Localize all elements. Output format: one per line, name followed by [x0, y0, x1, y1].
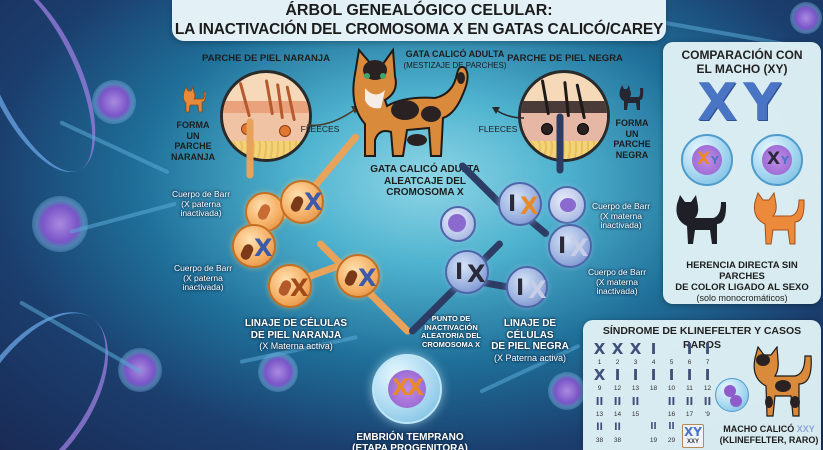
- orange-cell: X: [336, 254, 380, 298]
- male-comparison-caption: HERENCIA DIRECTA SIN PARCHES DE COLOR LI…: [675, 260, 809, 303]
- neuron-decoration: [548, 372, 586, 410]
- black-lineage-branch: [556, 113, 564, 174]
- neuron-decoration: [92, 80, 136, 124]
- title-line-2: LA INACTIVACIÓN DEL CROMOSOMA X EN GATAS…: [174, 21, 664, 38]
- male-comparison-title: COMPARACIÓN CON EL MACHO (XY): [681, 48, 803, 76]
- blue-cell: I X: [548, 224, 592, 268]
- black-patch-heading: PARCHE DE PIEL NEGRA: [507, 53, 623, 64]
- barr-body-label-orange-1: Cuerpo de Barr (X paterna inactivada): [171, 189, 231, 218]
- dna-helix-decoration: [0, 286, 138, 450]
- orange-cell: X: [232, 224, 276, 268]
- inactivation-point-label: PUNTO DE INACTIVACIÓN ALEATORIA DEL CROM…: [421, 314, 481, 349]
- neuron-decoration: [32, 196, 88, 252]
- black-lineage-title: LINAJE DE CÉLULAS DE PIEL NEGRA (X Pater…: [491, 318, 569, 363]
- blue-cell: I X: [498, 182, 542, 226]
- orange-patch-caption: FORMA UN PARCHE NARANJA: [170, 120, 215, 162]
- barr-body-label-orange-2: Cuerpo de Barr (X paterna inactivada): [173, 263, 233, 292]
- orange-cell: X: [280, 180, 324, 224]
- barr-body-label-black-1: Cuerpo de Barr (X materna inactivada): [591, 201, 651, 230]
- blue-cell: [440, 206, 476, 242]
- blue-cell: I X: [506, 266, 548, 308]
- black-cat-icon: [616, 84, 646, 112]
- klinefelter-cell: [715, 378, 749, 412]
- calico-cat-illustration: [335, 44, 495, 164]
- title-line-1: ÁRBOL GENEALÓGICO CELULAR:: [285, 2, 553, 19]
- orange-cell: X: [268, 264, 312, 308]
- embryo-cell: XX: [372, 354, 442, 424]
- male-calico-caption: MACHO CALICÓ XXY (KLINEFELTER, RARO): [719, 424, 819, 445]
- adult-cat-label-top: GATA CALICÓ ADULTA (MESTIZAJE DE PARCHES…: [403, 49, 507, 70]
- xy-chromosome-graphic: XY: [697, 73, 787, 133]
- adult-cat-label-bottom: GATA CALICÓ ADULTA ALEATCAJE DEL CROMOSO…: [370, 164, 480, 198]
- orange-skin-cross-section: [220, 70, 312, 162]
- orange-patch-heading: PARCHE DE PIEL NARANJA: [202, 53, 330, 64]
- black-patch-caption: FORMA UN PARCHE NEGRA: [613, 118, 651, 160]
- black-arrow-label: FLEECES: [478, 124, 518, 134]
- black-male-cat-icon: [671, 194, 733, 246]
- xxy-highlight-box: XY XXY: [682, 424, 704, 448]
- embryo-label: EMBRIÓN TEMPRANO (ETAPA PROGENITORA): [352, 432, 468, 450]
- orange-cat-icon: [176, 85, 207, 114]
- blue-cell: I X: [445, 250, 489, 294]
- orange-lineage-title: LINAJE DE CÉLULAS DE PIEL NARANJA (X Mat…: [244, 318, 348, 351]
- orange-lineage-branch: [246, 118, 254, 179]
- klinefelter-title: SÍNDROME DE KLINEFELTER Y CASOS RAROS: [602, 325, 802, 351]
- male-cell-orange-x: X Y: [681, 134, 733, 186]
- orange-male-cat-icon: [749, 191, 811, 246]
- male-comparison-panel: COMPARACIÓN CON EL MACHO (XY) XY X Y X Y…: [663, 42, 821, 304]
- barr-body-label-black-2: Cuerpo de Barr (X materna inactivada): [587, 267, 647, 296]
- male-calico-cat-icon: [747, 345, 817, 418]
- embryo-chromosomes: XX: [392, 376, 424, 401]
- neuron-decoration: [790, 2, 822, 34]
- male-cell-black-x: X Y: [751, 134, 803, 186]
- title-banner: ÁRBOL GENEALÓGICO CELULAR: LA INACTIVACI…: [172, 0, 666, 41]
- orange-arrow-label: FLEECES: [300, 124, 340, 134]
- arrow-to-cat-right: [492, 107, 525, 119]
- black-skin-cross-section: [518, 70, 610, 162]
- blue-cell: [548, 186, 586, 224]
